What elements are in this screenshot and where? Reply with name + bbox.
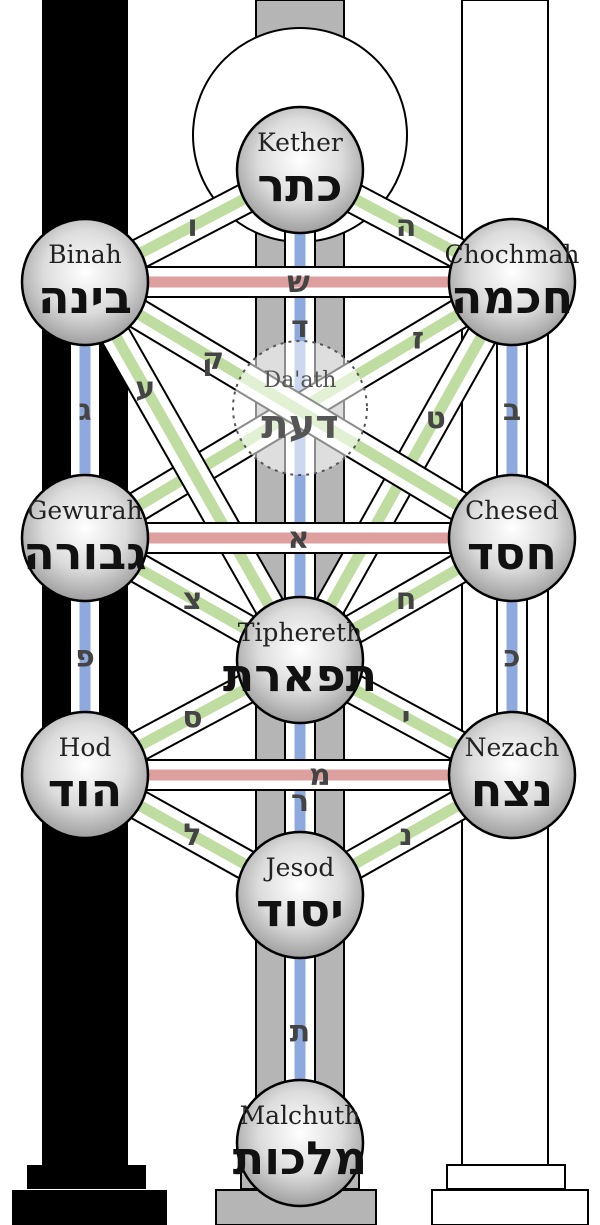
black-pillar-base-bottom [12,1190,167,1225]
path-letter: פ [75,640,95,675]
path-letter: ס [182,701,202,736]
sefira-hebrew-name: חכמה [451,270,574,324]
path-letter: ל [183,818,201,853]
sefira-latin-name: Hod [59,733,112,762]
path-letter: ר [291,784,309,819]
white-pillar-base-bottom [431,1189,589,1225]
sefira-circle [20,217,150,347]
sefira-circle [20,473,150,603]
path-letter: י [402,701,411,736]
path-chochmah-binah: ש [85,265,512,300]
sefira-latin-name: Tiphereth [238,618,362,647]
sefira-hebrew-name: חסד [467,526,557,580]
path-nezach-hod: מ [85,758,512,793]
sefira-hebrew-name: מלכות [233,1131,367,1185]
sefira-hebrew-name: יסוד [256,883,344,937]
sefira-circle [235,105,365,235]
sefira-circle [447,710,577,840]
sefira-hebrew-name: בינה [38,270,132,324]
sefira-circle [447,473,577,603]
sefira-hebrew-name: הוד [48,763,122,817]
path-letter: ט [425,401,445,436]
path-letter: ע [135,371,155,406]
sefirot: KetherכתרChochmahחכמהBinahבינהChesedחסדG… [20,105,580,1208]
daath-circle [232,340,368,476]
sefira-circle [447,217,577,347]
path-letter: ד [291,310,309,345]
path-letter: ש [287,265,310,300]
white-pillar-base-top [446,1164,566,1190]
sefira-hebrew-name: גבורה [23,526,147,580]
black-pillar-base-top [27,1165,146,1189]
sefira-circle [235,595,365,725]
path-letter: ח [396,582,417,617]
daath-hebrew-name: דעת [261,402,338,448]
path-letter: ז [412,321,424,356]
path-letter: נ [399,818,413,853]
sefira-circle [20,710,150,840]
sefira-latin-name: Gewurah [27,496,142,525]
sefira-latin-name: Chesed [465,496,559,525]
path-letter: ב [503,393,521,428]
path-letter: ק [202,342,224,377]
path-letter: צ [183,582,203,617]
sefira-hebrew-name: נצח [471,763,553,817]
path-letter: ת [290,1014,311,1049]
path-letter: ו [187,209,197,244]
sefira-latin-name: Binah [48,240,121,269]
path-letter: ה [396,209,417,244]
path-chesed-gewurah: א [85,521,512,556]
sefira-latin-name: Malchuth [240,1101,361,1130]
daath-latin-name: Da'ath [264,368,337,393]
sefira-latin-name: Chochmah [444,240,579,269]
path-letter: כ [504,640,521,675]
path-letter: מ [309,758,331,793]
path-binah-tiphereth: ע [71,274,314,668]
path-letter: א [288,521,310,556]
daath: Da'ath דעת [232,340,368,476]
sefira-latin-name: Jesod [263,853,335,882]
sefira-circle [235,830,365,960]
sefira-latin-name: Nezach [465,733,560,762]
path-letter: ג [78,393,91,428]
sefira-latin-name: Kether [257,128,343,157]
sefira-hebrew-name: כתר [257,158,342,212]
path-color-band [80,279,305,663]
sefira-circle [235,1078,365,1208]
sefira-hebrew-name: תפארת [223,648,377,702]
